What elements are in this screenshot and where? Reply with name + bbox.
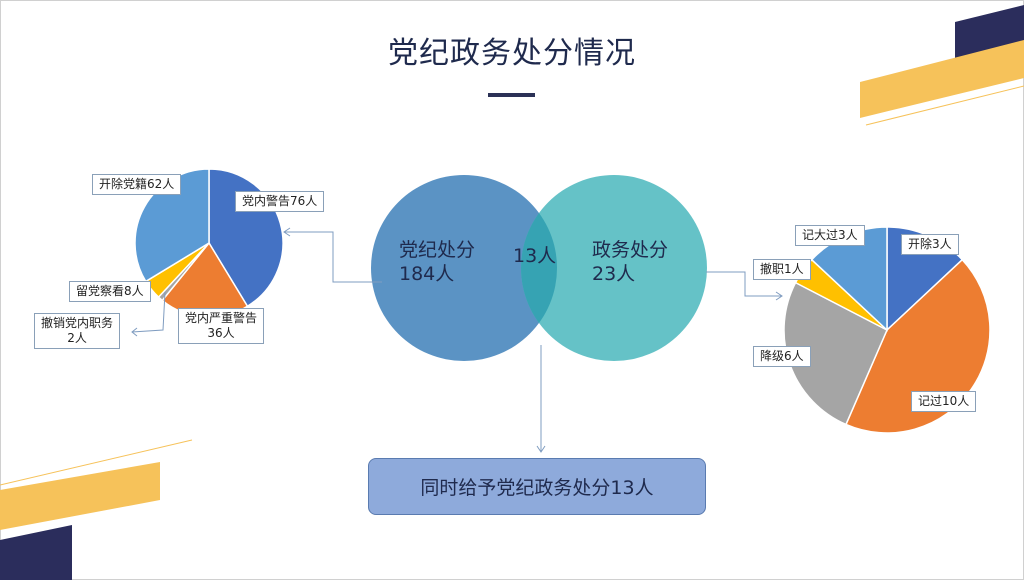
venn-overlap-count: 13人 [513, 245, 557, 267]
connector-label-revoke [131, 291, 166, 333]
deco-line-top-right [865, 85, 1024, 126]
label-expel-party: 开除党籍62人 [92, 174, 182, 195]
venn-party-text: 党纪处分 184人 [399, 238, 475, 286]
pie-slice-开除党籍 [134, 168, 210, 283]
venn-gov-label: 政务处分 [592, 239, 669, 261]
page-title: 党纪政务处分情况 [388, 36, 636, 71]
label-probation: 留党察看8人 [69, 281, 151, 302]
venn-party-label: 党纪处分 [399, 239, 476, 261]
connector-gov-to-pie [706, 271, 782, 297]
deco-yellow-bottom-left [0, 462, 160, 530]
pie-chart-government-sanction [783, 226, 991, 434]
label-remove-post: 撤职1人 [753, 259, 811, 280]
label-warning: 党内警告76人 [235, 191, 325, 212]
arrowhead [536, 445, 546, 453]
result-box: 同时给予党纪政务处分13人 [368, 458, 706, 515]
label-revoke-post: 撤销党内职务 2人 [34, 313, 121, 349]
venn-circle-government [521, 175, 707, 361]
label-demotion: 降级6人 [753, 346, 811, 367]
label-major-demerit: 记大过3人 [795, 225, 865, 246]
venn-gov-text: 政务处分 23人 [592, 238, 668, 286]
venn-circle-party [371, 175, 557, 361]
deco-navy-bottom-left [0, 525, 72, 580]
label-serious-warning: 党内严重警告 36人 [178, 308, 265, 344]
venn-party-count: 184人 [399, 263, 455, 285]
pie-slice-记过 [844, 258, 991, 434]
deco-line-bottom-left [0, 439, 193, 486]
label-demerit: 记过10人 [911, 391, 977, 412]
connector-party-to-pie [284, 231, 382, 283]
title-underline [488, 93, 535, 97]
label-dismiss: 开除3人 [901, 234, 959, 255]
deco-yellow-top-right [860, 40, 1024, 118]
venn-gov-count: 23人 [592, 263, 636, 285]
arrowhead [283, 227, 291, 237]
arrowhead [775, 291, 783, 301]
arrowhead [131, 327, 138, 337]
